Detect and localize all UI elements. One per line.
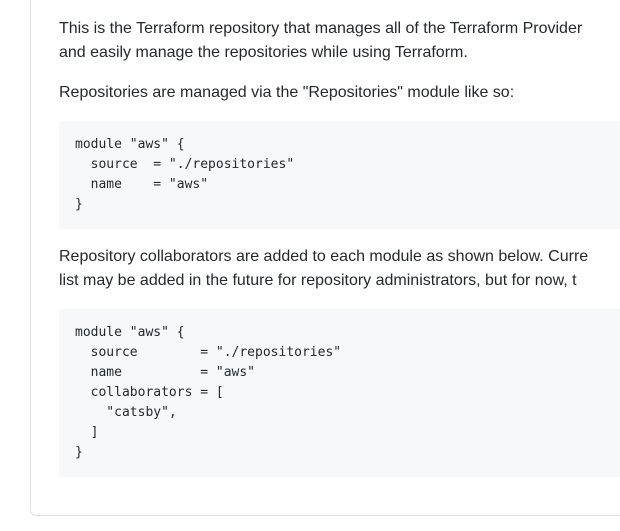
- collaborators-note-line-1: Repository collaborators are added to ea…: [59, 248, 589, 265]
- readme-container: This is the Terraform repository that ma…: [30, 0, 620, 516]
- collaborators-note-paragraph: Repository collaborators are added to ea…: [59, 245, 620, 293]
- repositories-note-paragraph: Repositories are managed via the "Reposi…: [59, 81, 620, 105]
- repositories-note-text: Repositories are managed via the "Reposi…: [59, 84, 515, 101]
- intro-paragraph: This is the Terraform repository that ma…: [59, 17, 620, 65]
- code-block-repositories-module: module "aws" { source = "./repositories"…: [59, 121, 620, 229]
- collaborators-note-line-2: list may be added in the future for repo…: [59, 272, 577, 289]
- intro-paragraph-line-1: This is the Terraform repository that ma…: [59, 20, 583, 37]
- code-block-collaborators-module: module "aws" { source = "./repositories"…: [59, 309, 620, 477]
- intro-paragraph-line-2: and easily manage the repositories while…: [59, 44, 468, 61]
